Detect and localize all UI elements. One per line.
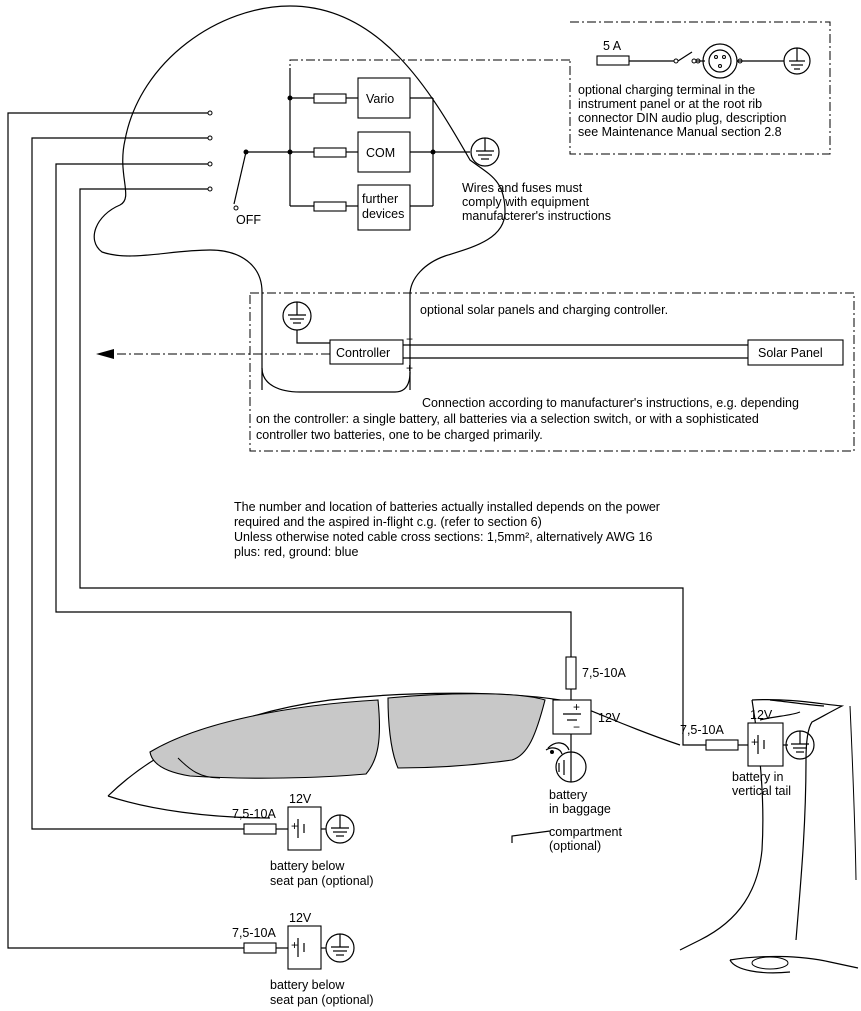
wiring-note-line2: comply with equipment (462, 195, 590, 209)
baggage-battery (552, 656, 592, 752)
wiring-note-line3: manufacterer's instructions (462, 209, 611, 223)
ground-icon-instruments (470, 137, 500, 167)
vario-label: Vario (366, 92, 394, 106)
charging-terminal-box (289, 21, 831, 155)
tail-note-line1: battery in (732, 770, 783, 784)
tail-fin-drawing (679, 699, 859, 974)
battery-feed-wires (7, 112, 706, 949)
charging-fuse-label: 5 A (603, 39, 622, 53)
tail-plus: + (751, 735, 758, 749)
vario-box (357, 77, 411, 119)
general-note-line3: Unless otherwise noted cable cross secti… (234, 530, 653, 544)
charging-fuse (596, 51, 697, 66)
com-box (357, 131, 411, 173)
further-devices-box (357, 184, 411, 231)
solar-note-line2: on the controller: a single battery, all… (256, 412, 759, 426)
seat2-voltage-label: 12V (289, 911, 312, 925)
general-note-line1: The number and location of batteries act… (234, 500, 660, 514)
ground-icon-seat1 (325, 814, 355, 844)
instrument-bus (246, 68, 470, 212)
ground-icon-solar (282, 301, 330, 344)
further-devices-label2: devices (362, 207, 404, 221)
controller-plus: + (406, 361, 413, 375)
further-devices-label1: further (362, 192, 398, 206)
charging-note-line1: optional charging terminal in the (578, 83, 755, 97)
seat2-plus: + (291, 938, 298, 952)
connector-icon-baggage (545, 742, 570, 755)
seat2-fuse-label: 7,5-10A (232, 926, 276, 940)
solar-panel-box (747, 339, 844, 366)
baggage-voltage-label: 12V (598, 711, 621, 725)
seat1-note-line2: seat pan (optional) (270, 874, 374, 888)
baggage-fuse-label: 7,5-10A (582, 666, 626, 680)
solar-panel-label: Solar Panel (758, 346, 823, 360)
solar-heading: optional solar panels and charging contr… (420, 303, 668, 317)
charging-note-line4: see Maintenance Manual section 2.8 (578, 125, 782, 139)
baggage-note-line3: compartment (549, 825, 622, 839)
controller-label: Controller (336, 346, 390, 360)
solar-note-line1: Connection according to manufacturer's i… (422, 396, 799, 410)
seat1-fuse-label: 7,5-10A (232, 807, 276, 821)
instrument-panel-bottom (261, 367, 411, 393)
tail-fuse-label: 7,5-10A (680, 723, 724, 737)
general-note-line2: required and the aspired in-flight c.g. … (234, 515, 542, 529)
ground-icon-seat2 (325, 933, 355, 963)
solar-box (249, 292, 855, 452)
tail-battery (705, 722, 788, 767)
selector-switch (207, 110, 249, 211)
baggage-minus: − (573, 720, 580, 734)
charging-note-line3: connector DIN audio plug, description (578, 111, 787, 125)
charging-note-line2: instrument panel or at the root rib (578, 97, 762, 111)
switch-off-label: OFF (236, 213, 261, 227)
solar-note-line3: controller two batteries, one to be char… (256, 428, 543, 442)
seat-battery-1 (243, 806, 326, 851)
instrument-panel-outline (93, 5, 506, 390)
ground-icon-charging (783, 47, 811, 75)
controller-box (329, 339, 404, 365)
din-audio-plug-icon (695, 43, 784, 79)
seat1-voltage-label: 12V (289, 792, 312, 806)
wiring-note-line1: Wires and fuses must (462, 181, 583, 195)
seat2-note-line1: battery below (270, 978, 345, 992)
seat-battery-2 (243, 925, 326, 970)
tail-voltage-label: 12V (750, 708, 773, 722)
com-label: COM (366, 146, 395, 160)
fuselage-drawing (107, 692, 681, 843)
general-note-line4: plus: red, ground: blue (234, 545, 358, 559)
ground-icon-baggage (555, 751, 587, 783)
solar-wiring (96, 344, 748, 359)
seat2-note-line2: seat pan (optional) (270, 993, 374, 1007)
baggage-note-line4: (optional) (549, 839, 601, 853)
seat1-plus: + (291, 819, 298, 833)
ground-icon-tail (785, 730, 815, 760)
tail-note-line2: vertical tail (732, 784, 791, 798)
seat1-note-line1: battery below (270, 859, 345, 873)
controller-minus: − (406, 332, 413, 346)
baggage-note-line1: battery (549, 788, 588, 802)
baggage-plus: + (573, 700, 580, 714)
baggage-note-line2: in baggage (549, 802, 611, 816)
